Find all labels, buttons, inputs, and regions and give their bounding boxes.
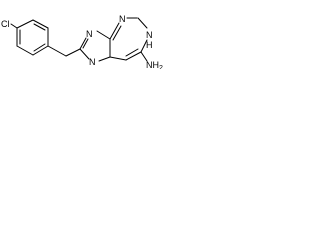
n9-label: N	[89, 57, 96, 67]
n1-label: N	[146, 30, 153, 40]
n9-c8-bond	[79, 48, 90, 60]
pyrimidine-ring	[109, 17, 148, 61]
c8-n7-double-bond	[82, 38, 89, 49]
ring-double-bond	[33, 23, 46, 31]
ring-double-bond	[33, 43, 46, 52]
chlorine-label: Cl	[1, 19, 10, 29]
c5-n3-double-bond	[112, 25, 122, 41]
ring-bond	[32, 45, 49, 56]
c5-n3-bond	[109, 22, 120, 40]
c4-n9-bond	[98, 56, 111, 62]
ring-bond	[16, 45, 34, 56]
chemical-structure: Cl N N N N H NH2	[1, 14, 163, 69]
chlorine-bond	[10, 23, 18, 29]
ring-to-ch2-bond	[47, 45, 67, 57]
ring-bond	[16, 19, 34, 29]
n7-c5-bond	[96, 30, 111, 40]
n7-label: N	[86, 29, 93, 39]
amine-bond	[140, 51, 148, 62]
c8-n7-bond	[79, 37, 87, 50]
c4-n9-link-bond	[109, 56, 127, 61]
ring-bond	[32, 19, 49, 29]
amine-label: NH2	[146, 60, 163, 69]
h1-label: H	[146, 40, 153, 50]
amine-nh-text: NH	[146, 60, 159, 69]
c6-c4-bond	[125, 51, 142, 61]
amine-subscript: 2	[159, 65, 163, 69]
chlorophenyl-ring	[16, 19, 49, 56]
c2-n1-bond	[137, 17, 148, 29]
ch2-to-c8-bond	[65, 48, 81, 57]
n3-label: N	[119, 14, 126, 24]
c6-c4-double-bond	[125, 48, 139, 57]
n1-c6-bond	[140, 39, 148, 53]
imidazole-ring	[79, 30, 111, 62]
